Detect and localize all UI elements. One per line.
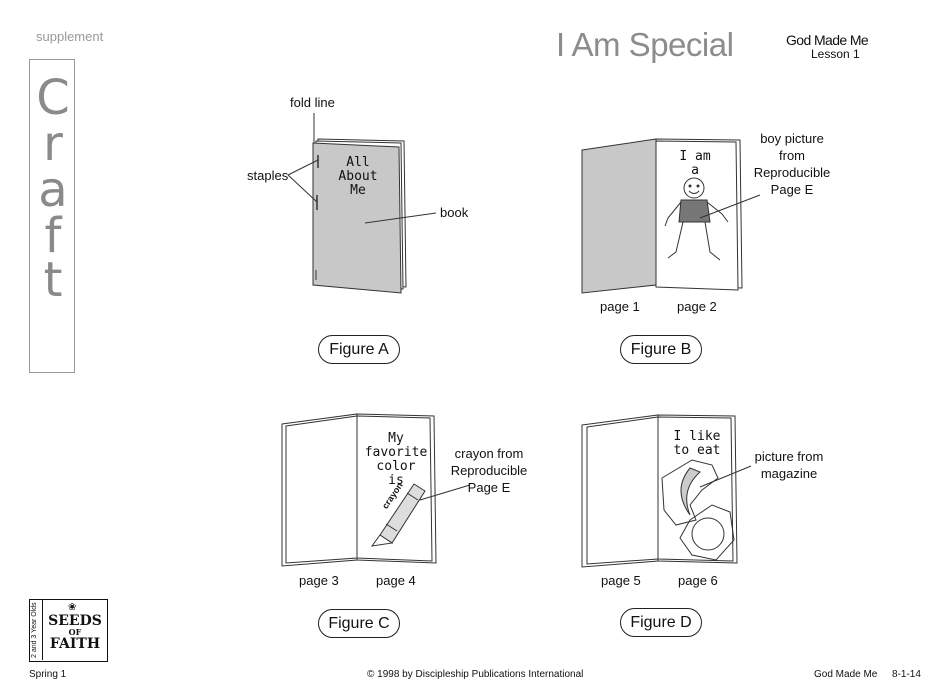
craft-letter: r	[43, 116, 63, 172]
book-line: favorite	[364, 445, 428, 460]
fold-line-label: fold line	[290, 95, 335, 110]
callout-line: picture from	[754, 449, 824, 464]
craft-letter: t	[43, 252, 63, 308]
page-5-label: page 5	[601, 573, 641, 588]
figure-c-book-illustration	[281, 413, 471, 567]
book-line: My	[388, 431, 404, 446]
callout-line: magazine	[760, 466, 818, 481]
logo-line: SEEDS	[48, 613, 102, 629]
lesson-label: Lesson 1	[811, 47, 860, 61]
footer-season: Spring 1	[29, 669, 67, 680]
craft-letter: f	[44, 208, 62, 264]
seeds-of-faith-logo: 2 and 3 Year Olds SEEDS OF FAITH ❀	[29, 599, 108, 662]
figure-a-book-illustration	[287, 113, 437, 294]
supplement-label: supplement	[36, 29, 104, 44]
book-line: I like	[673, 429, 721, 444]
figure-b-book-illustration	[581, 138, 761, 294]
callout-line: Reproducible	[450, 463, 528, 478]
book-line: I am	[679, 149, 711, 164]
figure-d-book-illustration	[581, 414, 752, 568]
page-6-text: I like to eat	[664, 430, 730, 458]
book-label: book	[440, 205, 469, 220]
magazine-food-picture-illustration	[661, 459, 735, 561]
footer-title: God Made Me	[814, 669, 878, 680]
page-1-label: page 1	[600, 299, 640, 314]
cover-text: All About Me	[328, 156, 388, 198]
cover-line: Me	[350, 183, 366, 198]
boy-picture-illustration	[664, 177, 729, 261]
book-line: a	[691, 163, 699, 178]
page-2-text: I am a	[665, 150, 725, 178]
callout-line: Page E	[467, 480, 511, 495]
page-6-label: page 6	[678, 573, 718, 588]
figure-a-caption: Figure A	[318, 335, 400, 364]
logo-line: FAITH	[49, 636, 101, 652]
figure-d-caption: Figure D	[620, 608, 702, 637]
craft-letter: C	[36, 70, 70, 126]
craft-sidebar: C r a f t	[29, 59, 75, 373]
callout-line: from	[779, 148, 805, 163]
flower-icon: ❀	[68, 602, 77, 613]
boy-picture-callout: boy picture from Reproducible Page E	[748, 130, 836, 198]
callout-line: crayon from	[454, 446, 524, 461]
page-3-label: page 3	[299, 573, 339, 588]
page-title: I Am Special	[556, 26, 734, 63]
footer-copyright: © 1998 by Discipleship Publications Inte…	[367, 669, 584, 680]
page-4-label: page 4	[376, 573, 416, 588]
magazine-callout: picture from magazine	[746, 448, 832, 482]
book-line: color	[376, 459, 416, 474]
logo-side-strip: 2 and 3 Year Olds	[30, 600, 43, 660]
figure-c-caption: Figure C	[318, 609, 400, 638]
craft-letter: a	[38, 162, 68, 218]
footer-page-code: 8-1-14	[892, 669, 921, 680]
page-4-text: My favorite color is	[362, 432, 430, 488]
logo-text: SEEDS OF FAITH	[44, 614, 106, 651]
crayon-illustration	[370, 483, 426, 547]
crayon-callout: crayon from Reproducible Page E	[444, 445, 534, 496]
figure-b-caption: Figure B	[620, 335, 702, 364]
page-2-label: page 2	[677, 299, 717, 314]
series-title: God Made Me	[786, 32, 869, 48]
callout-line: Page E	[770, 182, 814, 197]
cover-line: All	[346, 155, 370, 170]
book-line: to eat	[673, 443, 721, 458]
staples-label: staples	[247, 168, 289, 183]
book-line: is	[388, 473, 404, 488]
logo-line: OF	[68, 627, 82, 637]
cover-line: About	[338, 169, 378, 184]
logo-side-text: 2 and 3 Year Olds	[31, 602, 38, 658]
callout-line: boy picture	[760, 131, 824, 146]
callout-line: Reproducible	[753, 165, 831, 180]
